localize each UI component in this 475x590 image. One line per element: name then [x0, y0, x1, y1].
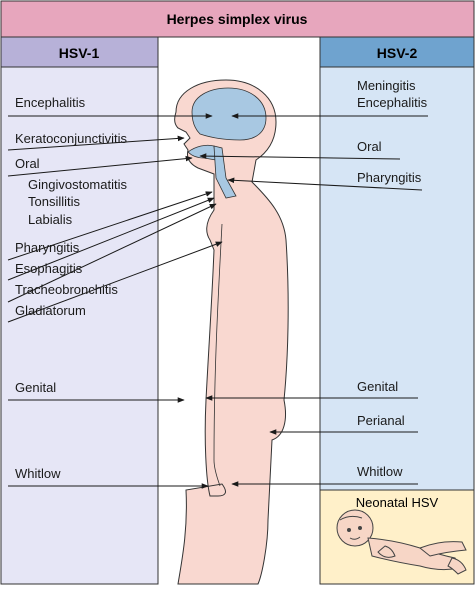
arrow-tracheobronchitis [7, 203, 217, 303]
title-bar [0, 0, 475, 38]
label-pharyngitis-hsv2: Pharyngitis [357, 170, 422, 185]
left-arrows [7, 113, 223, 489]
anatomy-highlights [187, 87, 267, 199]
pharynx [213, 145, 237, 199]
right-header-bar [319, 36, 475, 68]
label-whitlow-hsv2: Whitlow [357, 464, 403, 479]
label-oral-hsv2: Oral [357, 139, 382, 154]
title: Herpes simplex virus [167, 11, 308, 27]
arrow-oral-hsv2 [199, 153, 401, 160]
label-labialis: Labialis [28, 212, 73, 227]
left-labels: Encephalitis Keratoconjunctivitis Oral G… [15, 95, 127, 481]
right-arrows [199, 113, 428, 487]
arrow-esophagitis [7, 197, 215, 281]
neonatal-label: Neonatal HSV [356, 495, 439, 510]
arrow-pharyngitis-hsv2 [227, 177, 423, 191]
label-keratoconjunctivitis: Keratoconjunctivitis [15, 131, 127, 146]
baby-illustration [336, 509, 467, 575]
left-panel [0, 36, 159, 585]
label-encephalitis-hsv1: Encephalitis [15, 95, 86, 110]
human-body [174, 79, 289, 585]
label-tracheobronchitis: Tracheobronchitis [15, 282, 118, 297]
label-tonsillitis: Tonsillitis [28, 194, 81, 209]
right-labels: Meningitis Encephalitis Oral Pharyngitis… [357, 78, 428, 479]
left-header-bar [0, 36, 159, 68]
label-genital-hsv1: Genital [15, 380, 56, 395]
arrow-pharyngitis-hsv1 [7, 191, 213, 261]
label-encephalitis-hsv2: Encephalitis [357, 95, 428, 110]
label-gladiatorum: Gladiatorum [15, 303, 86, 318]
label-esophagitis: Esophagitis [15, 261, 83, 276]
label-perianal: Perianal [357, 413, 405, 428]
arrow-gladiatorum [7, 241, 223, 323]
label-whitlow-hsv1: Whitlow [15, 466, 61, 481]
left-header: HSV-1 [59, 45, 100, 61]
label-pharyngitis-hsv1: Pharyngitis [15, 240, 80, 255]
brain [191, 87, 267, 141]
label-meningitis: Meningitis [357, 78, 416, 93]
label-gingivostomatitis: Gingivostomatitis [28, 177, 127, 192]
label-genital-hsv2: Genital [357, 379, 398, 394]
label-oral-hsv1: Oral [15, 156, 40, 171]
right-header: HSV-2 [377, 45, 418, 61]
arrow-keratoconjunctivitis [7, 135, 185, 151]
arrow-oral-hsv1 [7, 155, 193, 177]
